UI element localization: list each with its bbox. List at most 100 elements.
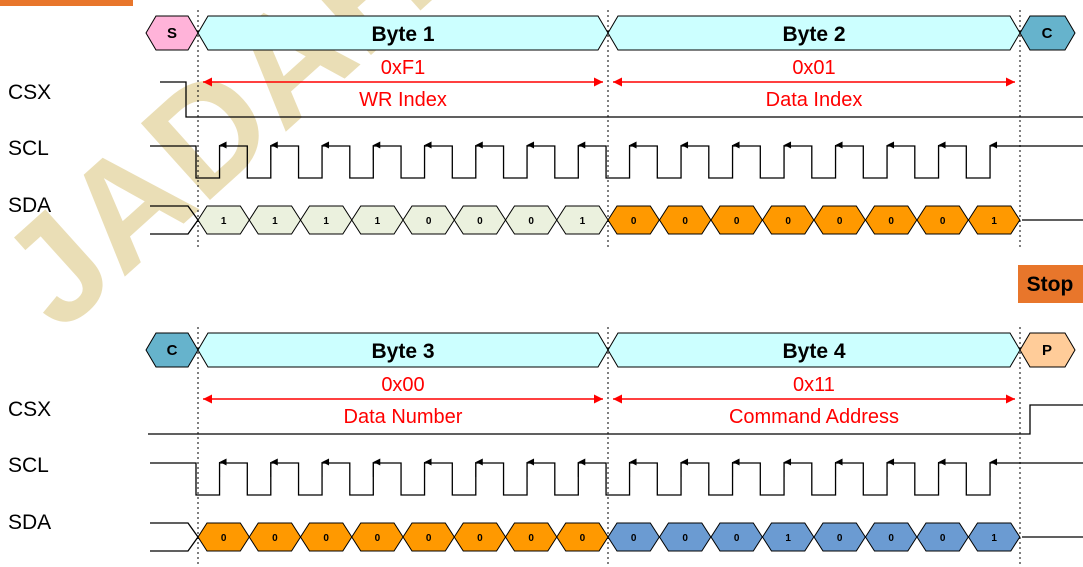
svg-text:0: 0 [426, 533, 432, 544]
sda-bit: 0 [813, 205, 866, 235]
csx-waveform [160, 81, 1083, 118]
svg-text:0: 0 [477, 216, 483, 227]
svg-text:0: 0 [785, 216, 791, 227]
stop-label: Stop [1018, 265, 1083, 303]
svg-text:Byte 1: Byte 1 [371, 23, 434, 46]
signal-label-csx: CSX [8, 398, 51, 421]
sda-bit: 0 [453, 522, 507, 552]
sda-bit: 0 [351, 522, 404, 552]
sda-bit: 0 [402, 205, 455, 235]
byte-value: 0xF1 [381, 57, 425, 79]
svg-text:0: 0 [323, 533, 329, 544]
sda-bit: 1 [351, 205, 404, 235]
signal-label-sda: SDA [8, 511, 51, 534]
continue-marker: C [1019, 15, 1076, 51]
sda-bit: 1 [299, 205, 353, 235]
timing-row-2: C P Byte 3 Byte 4 0x00 0x11 Data Number … [8, 327, 1083, 565]
svg-text:0: 0 [888, 216, 894, 227]
sda-bit: 0 [916, 522, 969, 552]
sda-bit: 0 [556, 522, 609, 552]
svg-text:1: 1 [272, 216, 278, 227]
sda-bit: 0 [607, 205, 660, 235]
svg-text:0: 0 [477, 533, 483, 544]
svg-text:Stop: Stop [1027, 273, 1074, 296]
svg-text:0: 0 [837, 533, 843, 544]
signal-label-csx: CSX [8, 81, 51, 104]
watermark-text: JADAH [0, 0, 465, 359]
sda-bit: 0 [761, 205, 815, 235]
svg-text:1: 1 [991, 533, 997, 544]
csx-waveform [148, 404, 1083, 435]
sda-bit: 0 [710, 522, 763, 552]
svg-text:1: 1 [375, 216, 381, 227]
sda-bit: 0 [248, 522, 302, 552]
byte-description: Command Address [729, 406, 899, 428]
byte-description: Data Index [766, 89, 863, 111]
byte-value: 0x00 [381, 374, 424, 396]
svg-text:C: C [1042, 25, 1053, 42]
byte-header: Byte 4 [607, 332, 1021, 368]
byte-value: 0x01 [792, 57, 835, 79]
signal-label-scl: SCL [8, 454, 49, 477]
svg-text:0: 0 [940, 216, 946, 227]
byte-header: Byte 3 [197, 332, 609, 368]
svg-text:0: 0 [682, 533, 688, 544]
sda-bit: 0 [607, 522, 660, 552]
sda-bit: 1 [556, 205, 609, 235]
svg-text:0: 0 [375, 533, 381, 544]
svg-text:1: 1 [323, 216, 329, 227]
corner-accent [0, 0, 133, 6]
sda-idle [150, 522, 199, 552]
svg-text:0: 0 [888, 533, 894, 544]
svg-text:0: 0 [734, 216, 740, 227]
svg-text:Byte 4: Byte 4 [782, 340, 845, 363]
signal-label-scl: SCL [8, 137, 49, 160]
sda-bit: 0 [504, 522, 558, 552]
sda-bit: 0 [710, 205, 763, 235]
continue-marker: C [145, 332, 199, 368]
svg-text:0: 0 [426, 216, 432, 227]
sda-bit: 1 [248, 205, 302, 235]
svg-text:0: 0 [631, 216, 637, 227]
svg-text:1: 1 [580, 216, 586, 227]
svg-text:0: 0 [940, 533, 946, 544]
svg-text:0: 0 [272, 533, 278, 544]
sda-bit: 0 [299, 522, 353, 552]
svg-text:1: 1 [785, 533, 791, 544]
sda-bit: 0 [197, 522, 250, 552]
sda-bit: 0 [658, 522, 712, 552]
svg-text:P: P [1042, 342, 1052, 359]
byte-header: Byte 2 [607, 15, 1021, 51]
scl-waveform [150, 145, 1083, 179]
svg-text:0: 0 [221, 533, 227, 544]
svg-text:0: 0 [528, 533, 534, 544]
svg-text:1: 1 [221, 216, 227, 227]
sda-bit: 0 [916, 205, 969, 235]
svg-text:S: S [167, 25, 177, 42]
scl-waveform [150, 462, 1083, 496]
sda-bit: 1 [967, 205, 1021, 235]
svg-text:C: C [167, 342, 178, 359]
byte-value: 0x11 [793, 374, 835, 396]
sda-bit: 0 [813, 522, 866, 552]
svg-text:Byte 2: Byte 2 [782, 23, 845, 46]
timing-row-1: S C Byte 1 Byte 2 0xF1 0x01 WR Index Dat… [8, 10, 1083, 248]
sda-bit: 0 [864, 205, 918, 235]
svg-text:0: 0 [734, 533, 740, 544]
byte-description: Data Number [344, 406, 463, 428]
svg-text:Byte 3: Byte 3 [371, 340, 434, 363]
stop-marker: P [1019, 332, 1076, 368]
sda-bit: 0 [864, 522, 918, 552]
svg-text:1: 1 [991, 216, 997, 227]
svg-text:0: 0 [682, 216, 688, 227]
signal-label-sda: SDA [8, 194, 51, 217]
svg-text:0: 0 [528, 216, 534, 227]
sda-bit: 0 [504, 205, 558, 235]
sda-bit: 0 [658, 205, 712, 235]
byte-description: WR Index [359, 89, 447, 111]
sda-bit: 0 [402, 522, 455, 552]
sda-bit: 1 [197, 205, 250, 235]
svg-text:0: 0 [580, 533, 586, 544]
start-marker: S [145, 15, 199, 51]
